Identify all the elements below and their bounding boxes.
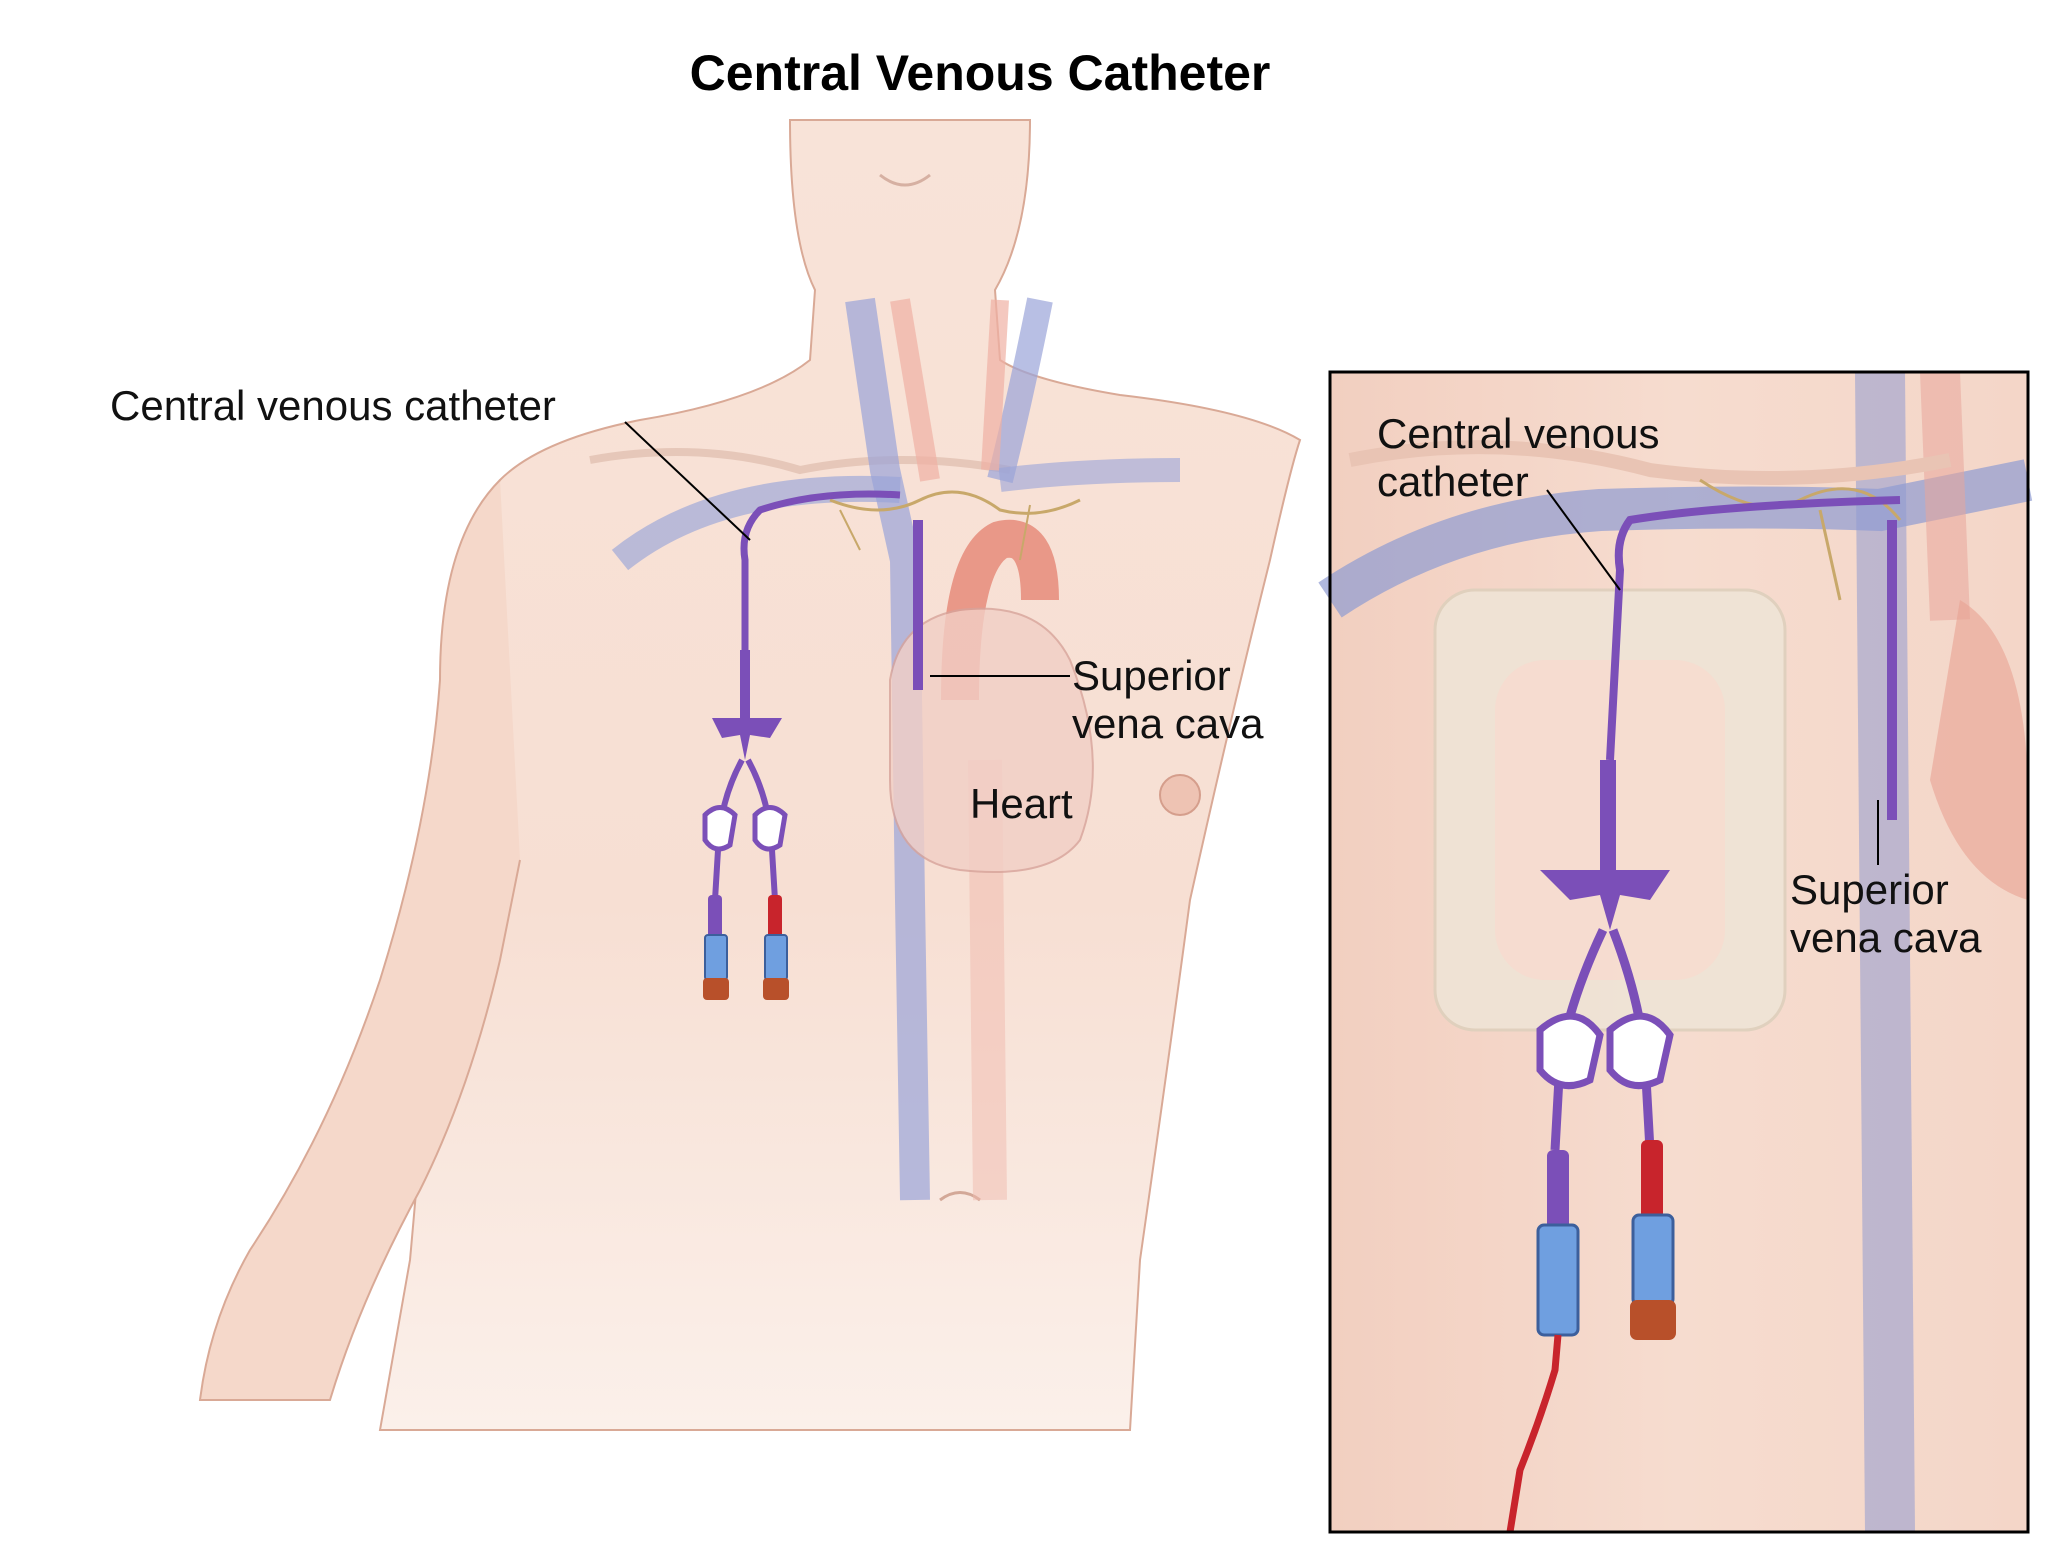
- label-line: Superior: [1072, 652, 1231, 699]
- inset-label-superior-vena-cava: Superior vena cava: [1790, 866, 1981, 962]
- torso: [198, 119, 1302, 1431]
- page-title: Central Venous Catheter: [689, 45, 1271, 101]
- label-heart: Heart: [970, 780, 1073, 828]
- label-line: vena cava: [1790, 914, 1982, 961]
- inset-leader-catheter: [1546, 489, 1621, 591]
- inset-frame: [1328, 370, 2030, 1534]
- inset-label-central-venous-catheter: Central venous catheter: [1377, 410, 1660, 506]
- main-vessels: [611, 297, 1181, 1201]
- label-text: Heart: [970, 780, 1073, 827]
- leader-catheter: [624, 421, 751, 541]
- label-text: Central venous catheter: [110, 382, 556, 429]
- main-catheter: [702, 490, 923, 1000]
- label-line: Central venous: [1377, 410, 1660, 457]
- inset-panel: [1318, 371, 2033, 1533]
- label-line: vena cava: [1072, 700, 1264, 747]
- label-central-venous-catheter: Central venous catheter: [110, 382, 556, 430]
- label-line: catheter: [1377, 458, 1529, 505]
- label-superior-vena-cava: Superior vena cava: [1072, 652, 1263, 748]
- label-line: Superior: [1790, 866, 1949, 913]
